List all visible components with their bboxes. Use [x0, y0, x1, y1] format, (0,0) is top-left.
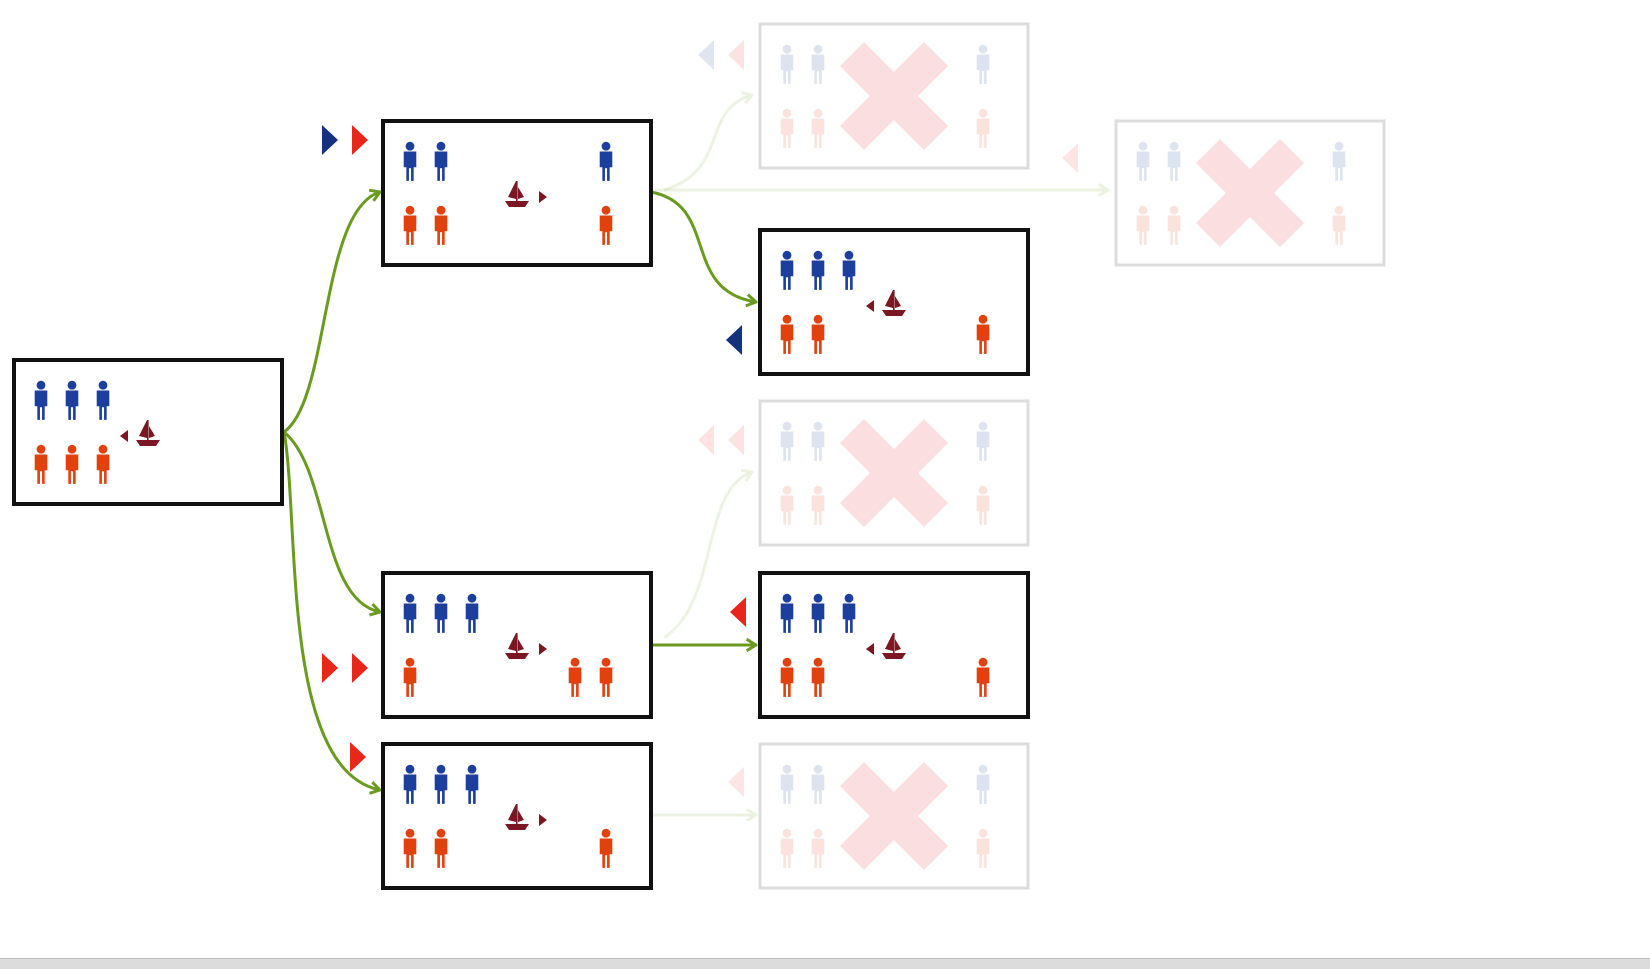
state-s3 — [381, 742, 653, 890]
move-indicator-s1-s4 — [698, 40, 744, 70]
nodes-layer — [12, 22, 1386, 890]
cannibal-move-triangle — [352, 125, 368, 155]
state-s5 — [1114, 119, 1386, 267]
boat-direction-left-icon — [1222, 191, 1230, 203]
edge-s0-s3 — [282, 431, 382, 795]
move-indicator-s0-s3 — [350, 742, 366, 772]
state-s1 — [381, 119, 653, 267]
cannibal-move-triangle — [322, 653, 338, 683]
cannibal-move-triangle — [698, 425, 714, 455]
cannibal-move-triangle — [730, 597, 746, 627]
arrowhead — [745, 807, 758, 823]
edge-s2-s7 — [663, 468, 754, 640]
arrowhead — [740, 468, 754, 482]
move-indicator-s2-s7 — [698, 425, 744, 455]
boat-direction-right-icon — [539, 643, 547, 655]
cannibal-move-triangle — [728, 425, 744, 455]
arrowhead — [745, 293, 758, 308]
edge-s1-s5 — [651, 182, 1110, 198]
invalid-x-icon — [839, 418, 949, 528]
cannibal-move-triangle — [728, 767, 744, 797]
state-s8 — [758, 571, 1030, 719]
cannibal-move-triangle — [352, 653, 368, 683]
edge-s3-s9 — [651, 807, 758, 823]
move-indicator-s0-s2 — [322, 653, 368, 683]
edge-s2-s8 — [651, 637, 758, 653]
arrowhead — [745, 637, 758, 653]
edge-s1-s4 — [663, 91, 754, 192]
boat-direction-right-icon — [539, 814, 547, 826]
state-s7 — [758, 399, 1030, 547]
invalid-x-icon — [839, 41, 949, 151]
state-s6 — [758, 228, 1030, 376]
arrowhead — [1097, 182, 1110, 198]
missionary-move-triangle — [322, 125, 338, 155]
boat-direction-left-icon — [866, 643, 874, 655]
state-s0 — [12, 358, 284, 506]
missionary-move-triangle — [726, 325, 742, 355]
move-indicator-s0-s1 — [322, 125, 368, 155]
boat-direction-left-icon — [866, 471, 874, 483]
invalid-x-icon — [839, 761, 949, 871]
cannibal-move-triangle — [1062, 143, 1078, 173]
cannibal-move-triangle — [350, 742, 366, 772]
state-s9 — [758, 742, 1030, 890]
boat-direction-left-icon — [866, 94, 874, 106]
boat-direction-left-icon — [866, 814, 874, 826]
boat-direction-right-icon — [539, 191, 547, 203]
cannibal-move-triangle — [728, 40, 744, 70]
window-bottom-bar — [0, 958, 1650, 969]
edge-s0-s1 — [283, 188, 382, 434]
arrowhead — [369, 602, 382, 617]
arrowhead — [740, 91, 754, 105]
move-indicator-s1-s6 — [726, 325, 742, 355]
edge-s1-s6 — [650, 190, 758, 308]
move-indicator-s3-s9 — [728, 767, 744, 797]
state-s2 — [381, 571, 653, 719]
move-indicator-s2-s8 — [730, 597, 746, 627]
invalid-x-icon — [1195, 138, 1305, 248]
missionary-move-triangle — [698, 40, 714, 70]
boat-direction-left-icon — [866, 300, 874, 312]
arrowhead — [368, 188, 382, 202]
moves-layer — [322, 40, 1078, 797]
state-s4 — [758, 22, 1030, 170]
move-indicator-s1-s5 — [1062, 143, 1078, 173]
arrowhead — [369, 781, 382, 795]
edge-s0-s2 — [283, 430, 382, 617]
edges-layer — [282, 91, 1110, 823]
boat-direction-left-icon — [120, 430, 128, 442]
